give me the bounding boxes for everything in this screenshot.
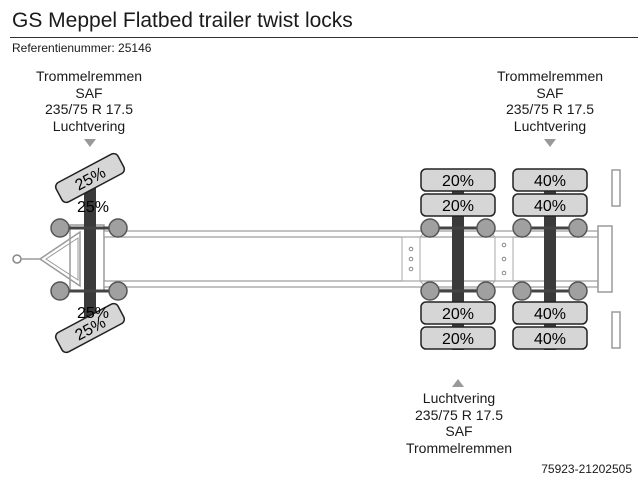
rear-bumper <box>597 225 613 293</box>
rear-top-label-arrow-icon <box>544 139 556 147</box>
spec-line: Luchtvering <box>52 117 126 134</box>
rear-light-top <box>611 169 621 207</box>
tire-load-label: 25% <box>77 199 109 216</box>
bolt-icon <box>501 270 507 276</box>
cross-member <box>401 236 421 282</box>
tire-load-label: 20% <box>442 173 474 190</box>
tire-load-label: 25% <box>77 305 109 322</box>
bolt-icon <box>408 246 414 252</box>
reference-number: Referentienummer: 25146 <box>12 41 152 55</box>
tire-load-label: 20% <box>442 331 474 348</box>
drawbar-frame <box>38 230 81 288</box>
front-axle: 25% 25% 25% 25% <box>50 152 128 354</box>
tire-load-label: 20% <box>442 198 474 215</box>
wheel-hub-icon <box>512 281 532 301</box>
rear-axle-spec-label-top: Trommelremmen SAF 235/75 R 17.5 Luchtver… <box>470 68 630 134</box>
tire-icon <box>420 193 496 217</box>
bolt-icon <box>501 242 507 248</box>
front-label-arrow-icon <box>84 139 96 147</box>
rear-axle-2: 40% 40% 40% 40% <box>512 168 588 350</box>
tire-load-label: 20% <box>442 306 474 323</box>
spec-line: SAF <box>75 84 103 101</box>
tire-load-label: 40% <box>534 331 566 348</box>
wheel-hub-icon <box>50 218 70 238</box>
tire-icon <box>512 326 588 350</box>
wheel-hub-icon <box>476 218 496 238</box>
spec-line: Luchtvering <box>422 390 496 406</box>
tire-icon <box>512 168 588 192</box>
wheel-hub-icon <box>420 218 440 238</box>
spec-line: SAF <box>536 84 564 101</box>
tire-icon <box>512 301 588 325</box>
tire-icon <box>420 168 496 192</box>
title-divider <box>10 37 638 38</box>
spec-line: Trommelremmen <box>35 68 143 84</box>
bolt-icon <box>501 256 507 262</box>
rear-bottom-label-arrow-icon <box>452 379 464 387</box>
hitch-eye-icon <box>12 254 22 264</box>
page-title: GS Meppel Flatbed trailer twist locks <box>12 9 353 32</box>
wheel-hub-icon <box>476 281 496 301</box>
spec-line: SAF <box>445 423 473 439</box>
spec-line: Luchtvering <box>513 117 587 134</box>
tire-load-label: 40% <box>534 306 566 323</box>
tire-icon <box>420 326 496 350</box>
spec-line: Trommelremmen <box>496 68 604 84</box>
tire-icon <box>54 152 126 204</box>
wheel-hub-icon <box>568 218 588 238</box>
spec-line: 235/75 R 17.5 <box>415 406 503 423</box>
wheel-hub-icon <box>512 218 532 238</box>
footer-id: 75923-21202505 <box>541 462 632 476</box>
tire-icon <box>54 302 126 354</box>
bolt-icon <box>408 256 414 262</box>
bolt-icon <box>408 266 414 272</box>
tire-load-label: 40% <box>534 173 566 190</box>
rear-axle-1: 20% 20% 20% 20% <box>420 168 496 350</box>
spec-line: 235/75 R 17.5 <box>45 101 133 117</box>
tire-icon <box>420 301 496 325</box>
wheel-hub-icon <box>108 281 128 301</box>
spec-line: 235/75 R 17.5 <box>506 101 594 117</box>
tire-icon <box>512 193 588 217</box>
wheel-hub-icon <box>420 281 440 301</box>
drawbar-inner-frame <box>45 237 79 281</box>
wheel-hub-icon <box>50 281 70 301</box>
cross-member <box>494 236 514 282</box>
rear-axle-spec-label-bottom: Luchtvering 235/75 R 17.5 SAF Trommelrem… <box>379 390 539 456</box>
rear-light-bottom <box>611 311 621 349</box>
wheel-hub-icon <box>568 281 588 301</box>
tire-load-label: 40% <box>534 198 566 215</box>
spec-line: Trommelremmen <box>405 439 513 456</box>
wheel-hub-icon <box>108 218 128 238</box>
front-axle-spec-label: Trommelremmen SAF 235/75 R 17.5 Luchtver… <box>9 68 169 134</box>
